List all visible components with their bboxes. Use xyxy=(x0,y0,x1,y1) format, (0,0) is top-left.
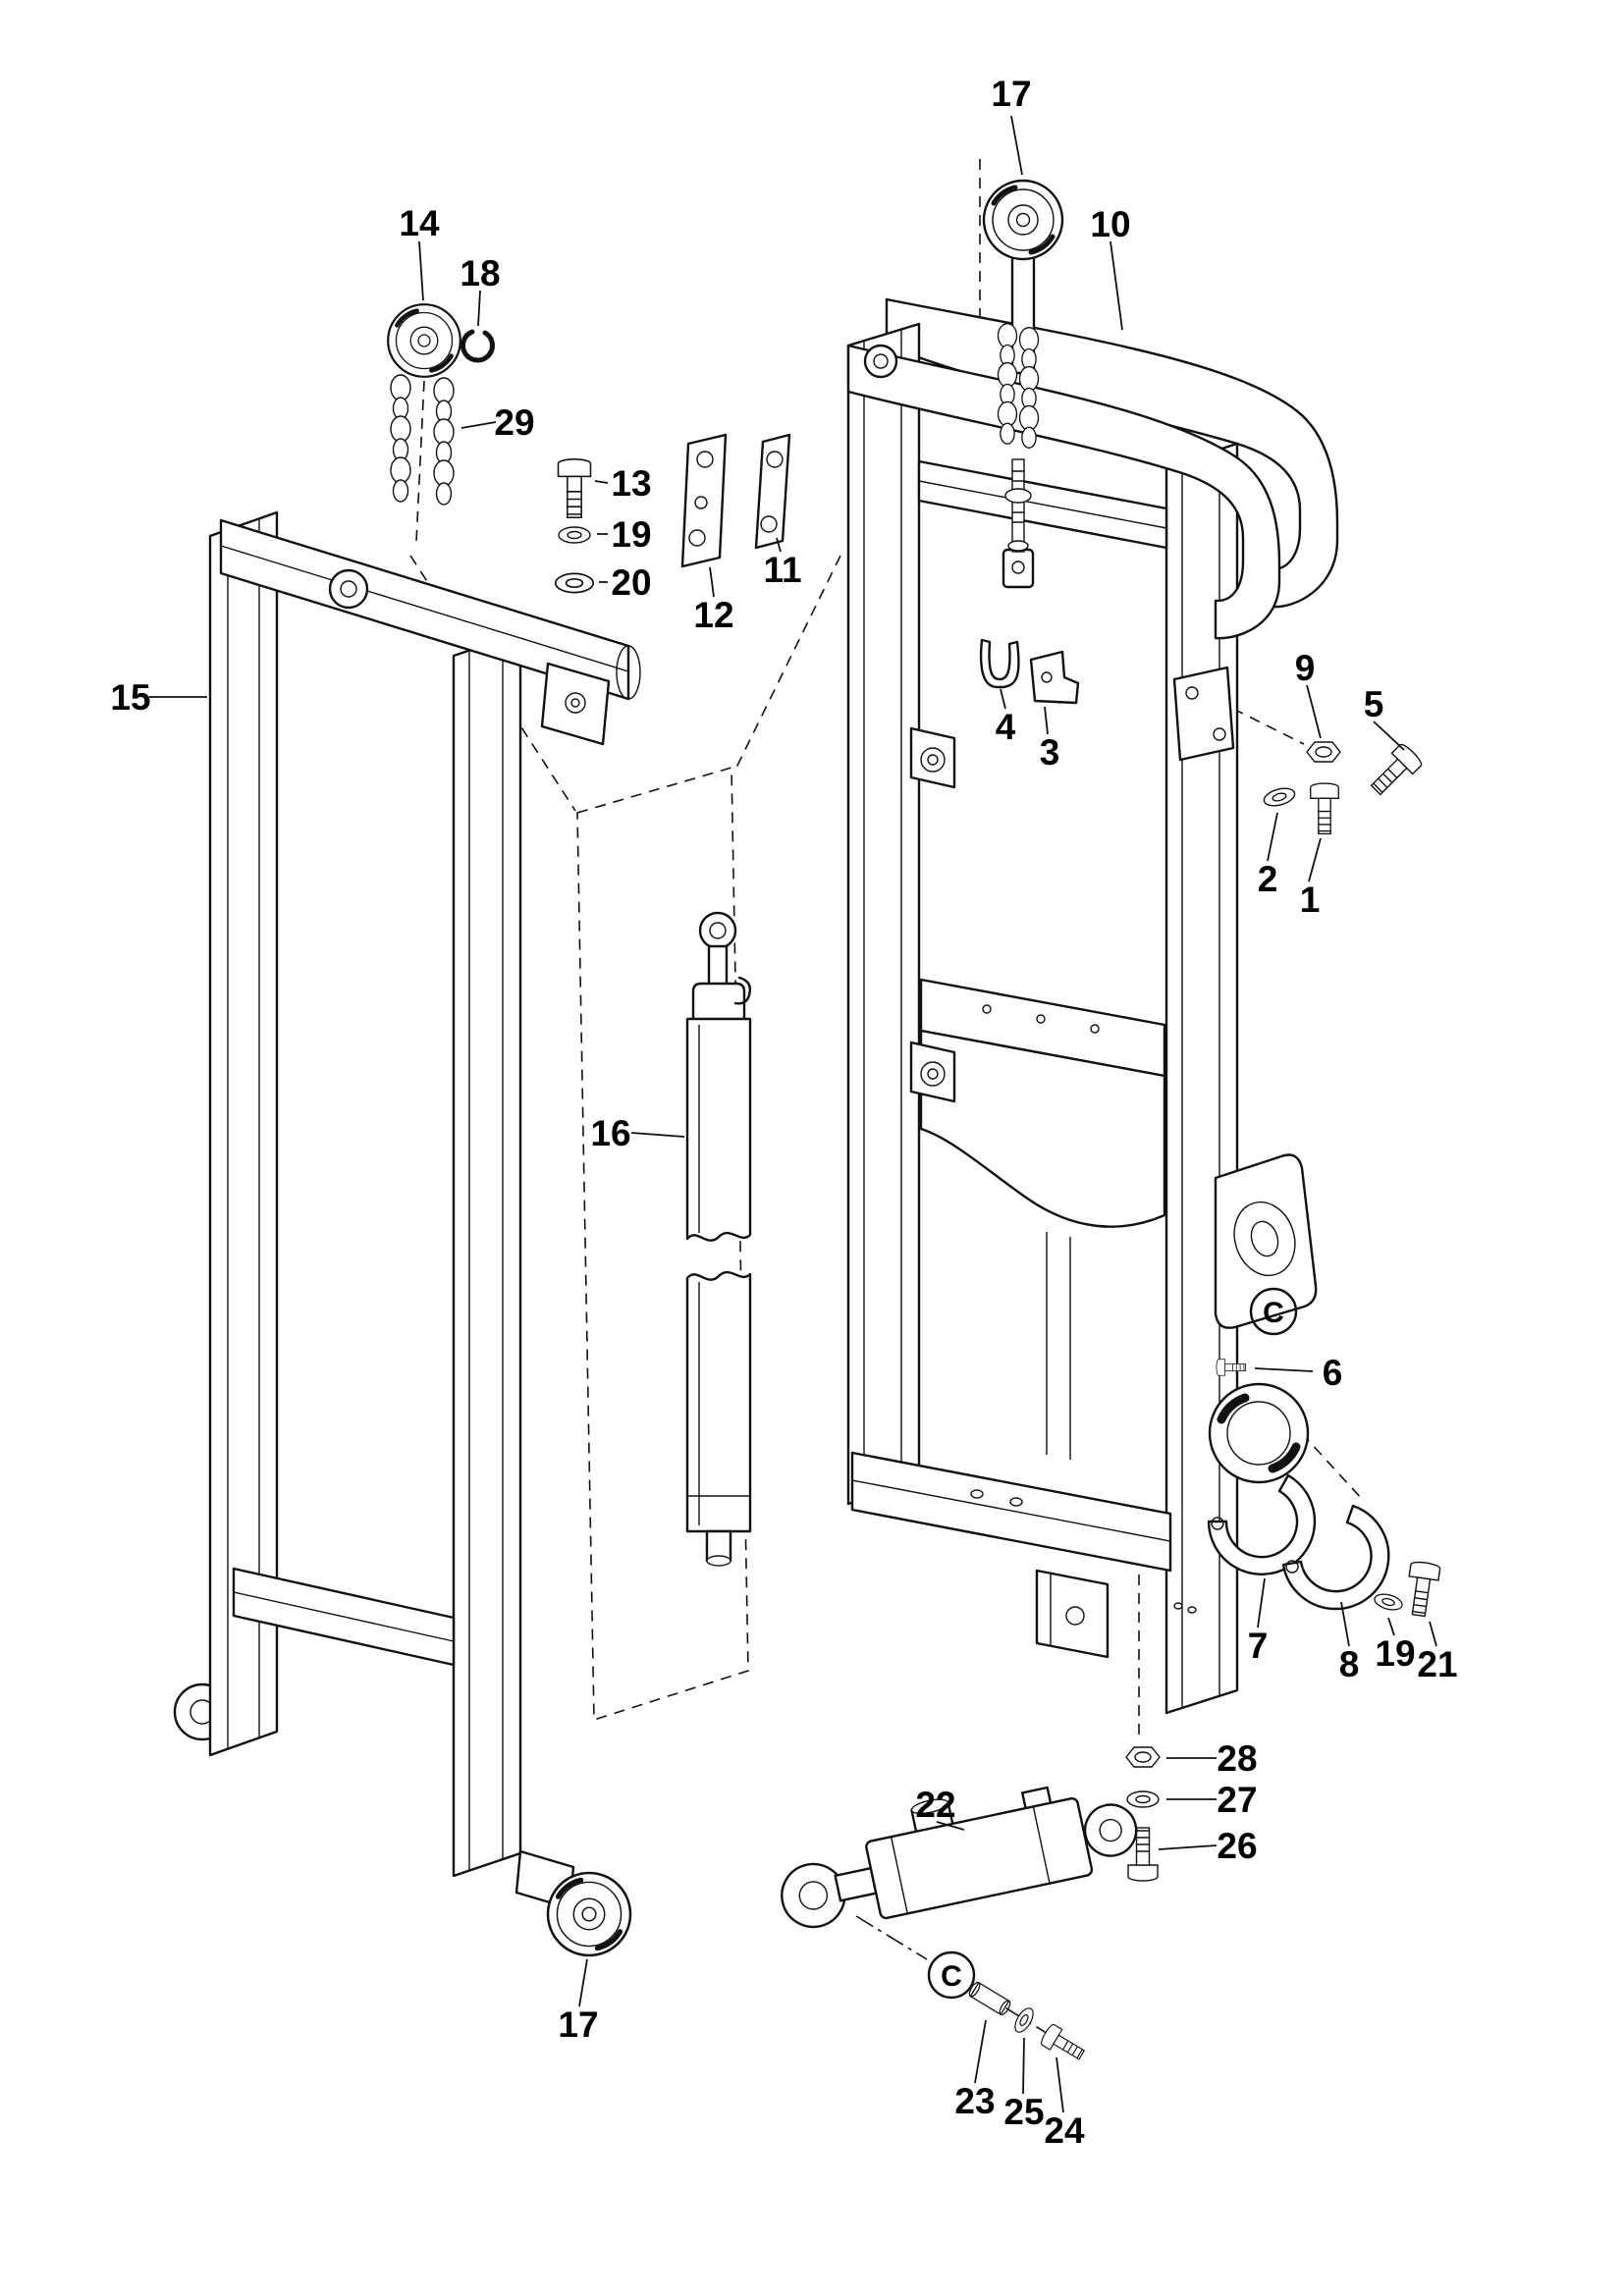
foot-marks xyxy=(1173,1602,1197,1614)
ref-circle-c-right xyxy=(1249,1287,1298,1336)
right-mast xyxy=(846,243,1339,1715)
roller-17-bottom xyxy=(548,1873,630,1955)
callout-5: 5 xyxy=(1364,684,1384,724)
ref-label-c-right: C xyxy=(1263,1297,1284,1329)
callout-23: 23 xyxy=(954,2081,995,2121)
callout-13: 13 xyxy=(611,463,651,504)
top-crossbar xyxy=(219,518,641,701)
callout-29: 29 xyxy=(494,402,534,443)
callout-18: 18 xyxy=(460,253,500,294)
cylinder-mount-bracket xyxy=(1214,1153,1318,1329)
callout-25: 25 xyxy=(1003,2092,1044,2132)
chain-anchor-lug xyxy=(1001,548,1035,589)
callout-1: 1 xyxy=(1300,880,1321,920)
ref-label-c-bottom: C xyxy=(941,1960,962,1993)
callout-6: 6 xyxy=(1323,1353,1343,1393)
washer-19-lower xyxy=(1372,1590,1405,1614)
washer-2 xyxy=(1261,784,1298,810)
leader-lines xyxy=(149,115,1437,2113)
bracket-3 xyxy=(1029,650,1080,705)
saddle xyxy=(1208,1382,1310,1484)
rail-pad-lower xyxy=(909,1041,956,1103)
callout-4: 4 xyxy=(996,707,1016,747)
pin-23 xyxy=(966,1980,1013,2017)
chain-anchor-rod xyxy=(1004,458,1032,553)
clip-4 xyxy=(979,638,1020,689)
bolt-1 xyxy=(1310,782,1339,835)
callout-8: 8 xyxy=(1339,1644,1360,1684)
callout-22: 22 xyxy=(915,1785,955,1825)
callout-20: 20 xyxy=(611,562,651,603)
callout-7: 7 xyxy=(1248,1626,1269,1666)
callout-27: 27 xyxy=(1217,1780,1257,1820)
callout-14: 14 xyxy=(399,203,440,243)
tilt-cylinder-22 xyxy=(781,1786,1138,1929)
callout-21: 21 xyxy=(1417,1644,1457,1684)
mid-cross-member xyxy=(919,978,1166,1228)
anchor-pad xyxy=(540,662,611,746)
callout-28: 28 xyxy=(1217,1738,1257,1779)
bolt-13 xyxy=(557,458,592,518)
washer-20 xyxy=(554,572,595,594)
right-mast-left-rail xyxy=(846,322,921,1506)
chain-pulley-17-top xyxy=(984,181,1062,259)
left-outer-rail xyxy=(208,510,279,1757)
callout-3: 3 xyxy=(1040,732,1060,773)
tilt-cylinder-bracket xyxy=(1035,1569,1110,1659)
roller-14 xyxy=(388,304,460,377)
crossbar-roller xyxy=(328,568,369,610)
callout-17-bottom: 17 xyxy=(558,2004,598,2045)
callout-12: 12 xyxy=(693,595,733,635)
callout-2: 2 xyxy=(1258,859,1278,899)
callout-9: 9 xyxy=(1295,648,1316,688)
rail-roller-mount xyxy=(863,344,898,379)
z-bar xyxy=(1046,1232,1071,1460)
snap-ring-18 xyxy=(460,329,495,363)
lift-chains-29 xyxy=(390,374,455,506)
bracket-12 xyxy=(680,433,728,568)
washer-19-upper xyxy=(558,526,591,544)
callout-24: 24 xyxy=(1044,2110,1085,2151)
mounting-bracket-plate xyxy=(1172,666,1235,762)
callout-19-upper: 19 xyxy=(611,514,651,555)
washer-25 xyxy=(1010,2004,1038,2036)
bolt-24 xyxy=(1038,2022,1089,2066)
bracket-11 xyxy=(754,433,791,550)
overhead-guard-front xyxy=(846,344,1281,640)
washer-27 xyxy=(1126,1790,1160,1808)
rail-pad-mid xyxy=(909,726,956,789)
left-inner-rail xyxy=(452,631,522,1878)
bolt-21 xyxy=(1403,1560,1441,1619)
bottom-cross-member xyxy=(850,1451,1172,1573)
left-mast xyxy=(173,510,641,1910)
callout-11: 11 xyxy=(763,550,801,590)
top-tie xyxy=(917,459,1168,550)
bottom-tie xyxy=(232,1567,456,1667)
callout-26: 26 xyxy=(1217,1826,1257,1866)
callouts: 17 10 14 18 29 13 19 20 11 12 4 3 9 5 2 … xyxy=(110,74,1457,2151)
callout-10: 10 xyxy=(1090,204,1130,244)
callout-19-lower: 19 xyxy=(1375,1633,1415,1674)
clamp-8 xyxy=(1281,1504,1390,1611)
lift-cylinder-16 xyxy=(685,911,752,1567)
bolt-5 xyxy=(1364,741,1425,802)
clamp-7 xyxy=(1207,1473,1317,1575)
nut-9 xyxy=(1306,741,1341,763)
callout-15: 15 xyxy=(110,677,150,718)
nut-28 xyxy=(1125,1746,1161,1768)
callout-17-top: 17 xyxy=(991,74,1031,114)
ref-circle-c-bottom xyxy=(927,1950,976,2000)
callout-16: 16 xyxy=(590,1113,630,1153)
